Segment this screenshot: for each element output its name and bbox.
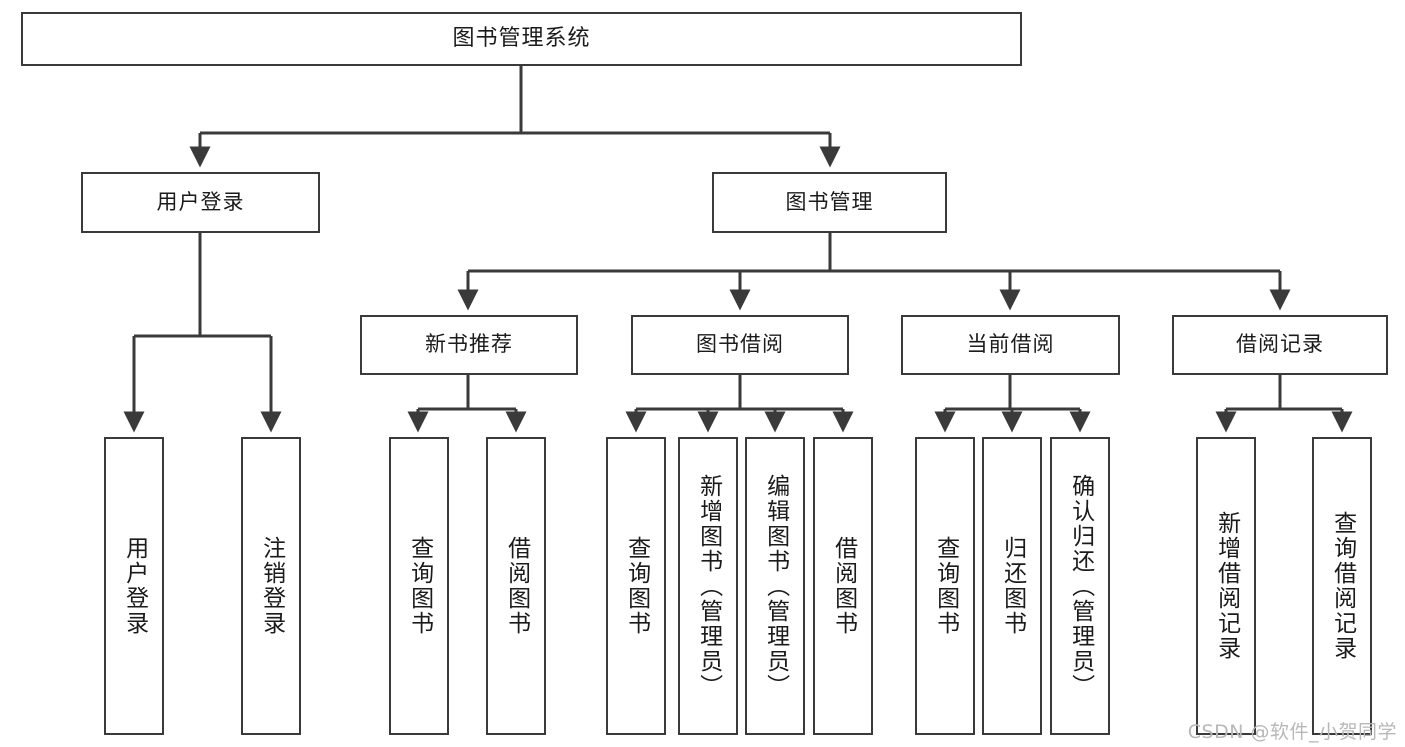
node-user-login-label: 用户登录 (156, 189, 245, 214)
node-book-manage[interactable]: 图书管理 (712, 172, 947, 233)
node-leaf-user-login[interactable]: 用户登录 (104, 437, 164, 735)
node-leaf-logout-label: 注销登录 (258, 536, 285, 636)
node-new-book-rec[interactable]: 新书推荐 (360, 315, 578, 375)
node-leaf-add-record[interactable]: 新增借阅记录 (1196, 437, 1256, 735)
node-leaf-query-record[interactable]: 查询借阅记录 (1312, 437, 1372, 735)
node-user-login[interactable]: 用户登录 (81, 172, 320, 233)
watermark: CSDN @软件_小贺同学 (1187, 721, 1397, 743)
node-leaf-query-book-3-label: 查询图书 (932, 536, 959, 636)
node-leaf-return-book-label: 归还图书 (999, 536, 1026, 636)
node-book-borrow[interactable]: 图书借阅 (631, 315, 849, 375)
node-borrow-record[interactable]: 借阅记录 (1172, 315, 1388, 375)
node-leaf-borrow-book-2[interactable]: 借阅图书 (813, 437, 873, 735)
node-leaf-borrow-book-2-label: 借阅图书 (830, 536, 857, 636)
node-leaf-borrow-book-1[interactable]: 借阅图书 (486, 437, 546, 735)
node-book-borrow-label: 图书借阅 (696, 332, 784, 357)
node-leaf-user-login-label: 用户登录 (121, 536, 148, 636)
node-new-book-rec-label: 新书推荐 (425, 332, 513, 357)
node-current-borrow[interactable]: 当前借阅 (901, 315, 1120, 375)
node-leaf-logout[interactable]: 注销登录 (241, 437, 301, 735)
node-leaf-edit-book-label: 编辑图书（管理员） (762, 473, 789, 699)
node-leaf-confirm-return[interactable]: 确认归还（管理员） (1050, 437, 1110, 735)
node-leaf-confirm-return-label: 确认归还（管理员） (1067, 473, 1094, 699)
node-leaf-edit-book[interactable]: 编辑图书（管理员） (745, 437, 805, 735)
node-leaf-add-book-label: 新增图书（管理员） (695, 473, 722, 699)
node-root-label: 图书管理系统 (452, 25, 591, 51)
node-leaf-query-book-3[interactable]: 查询图书 (915, 437, 975, 735)
node-leaf-return-book[interactable]: 归还图书 (982, 437, 1042, 735)
node-leaf-query-record-label: 查询借阅记录 (1329, 511, 1356, 661)
node-book-manage-label: 图书管理 (785, 189, 874, 214)
node-leaf-borrow-book-1-label: 借阅图书 (503, 536, 530, 636)
node-leaf-query-book-1-label: 查询图书 (406, 536, 433, 636)
node-leaf-add-book[interactable]: 新增图书（管理员） (678, 437, 738, 735)
node-leaf-query-book-2-label: 查询图书 (623, 536, 650, 636)
node-borrow-record-label: 借阅记录 (1236, 332, 1324, 357)
node-leaf-add-record-label: 新增借阅记录 (1213, 511, 1240, 661)
node-leaf-query-book-1[interactable]: 查询图书 (389, 437, 449, 735)
node-root[interactable]: 图书管理系统 (21, 12, 1022, 66)
node-leaf-query-book-2[interactable]: 查询图书 (606, 437, 666, 735)
node-current-borrow-label: 当前借阅 (966, 332, 1055, 357)
